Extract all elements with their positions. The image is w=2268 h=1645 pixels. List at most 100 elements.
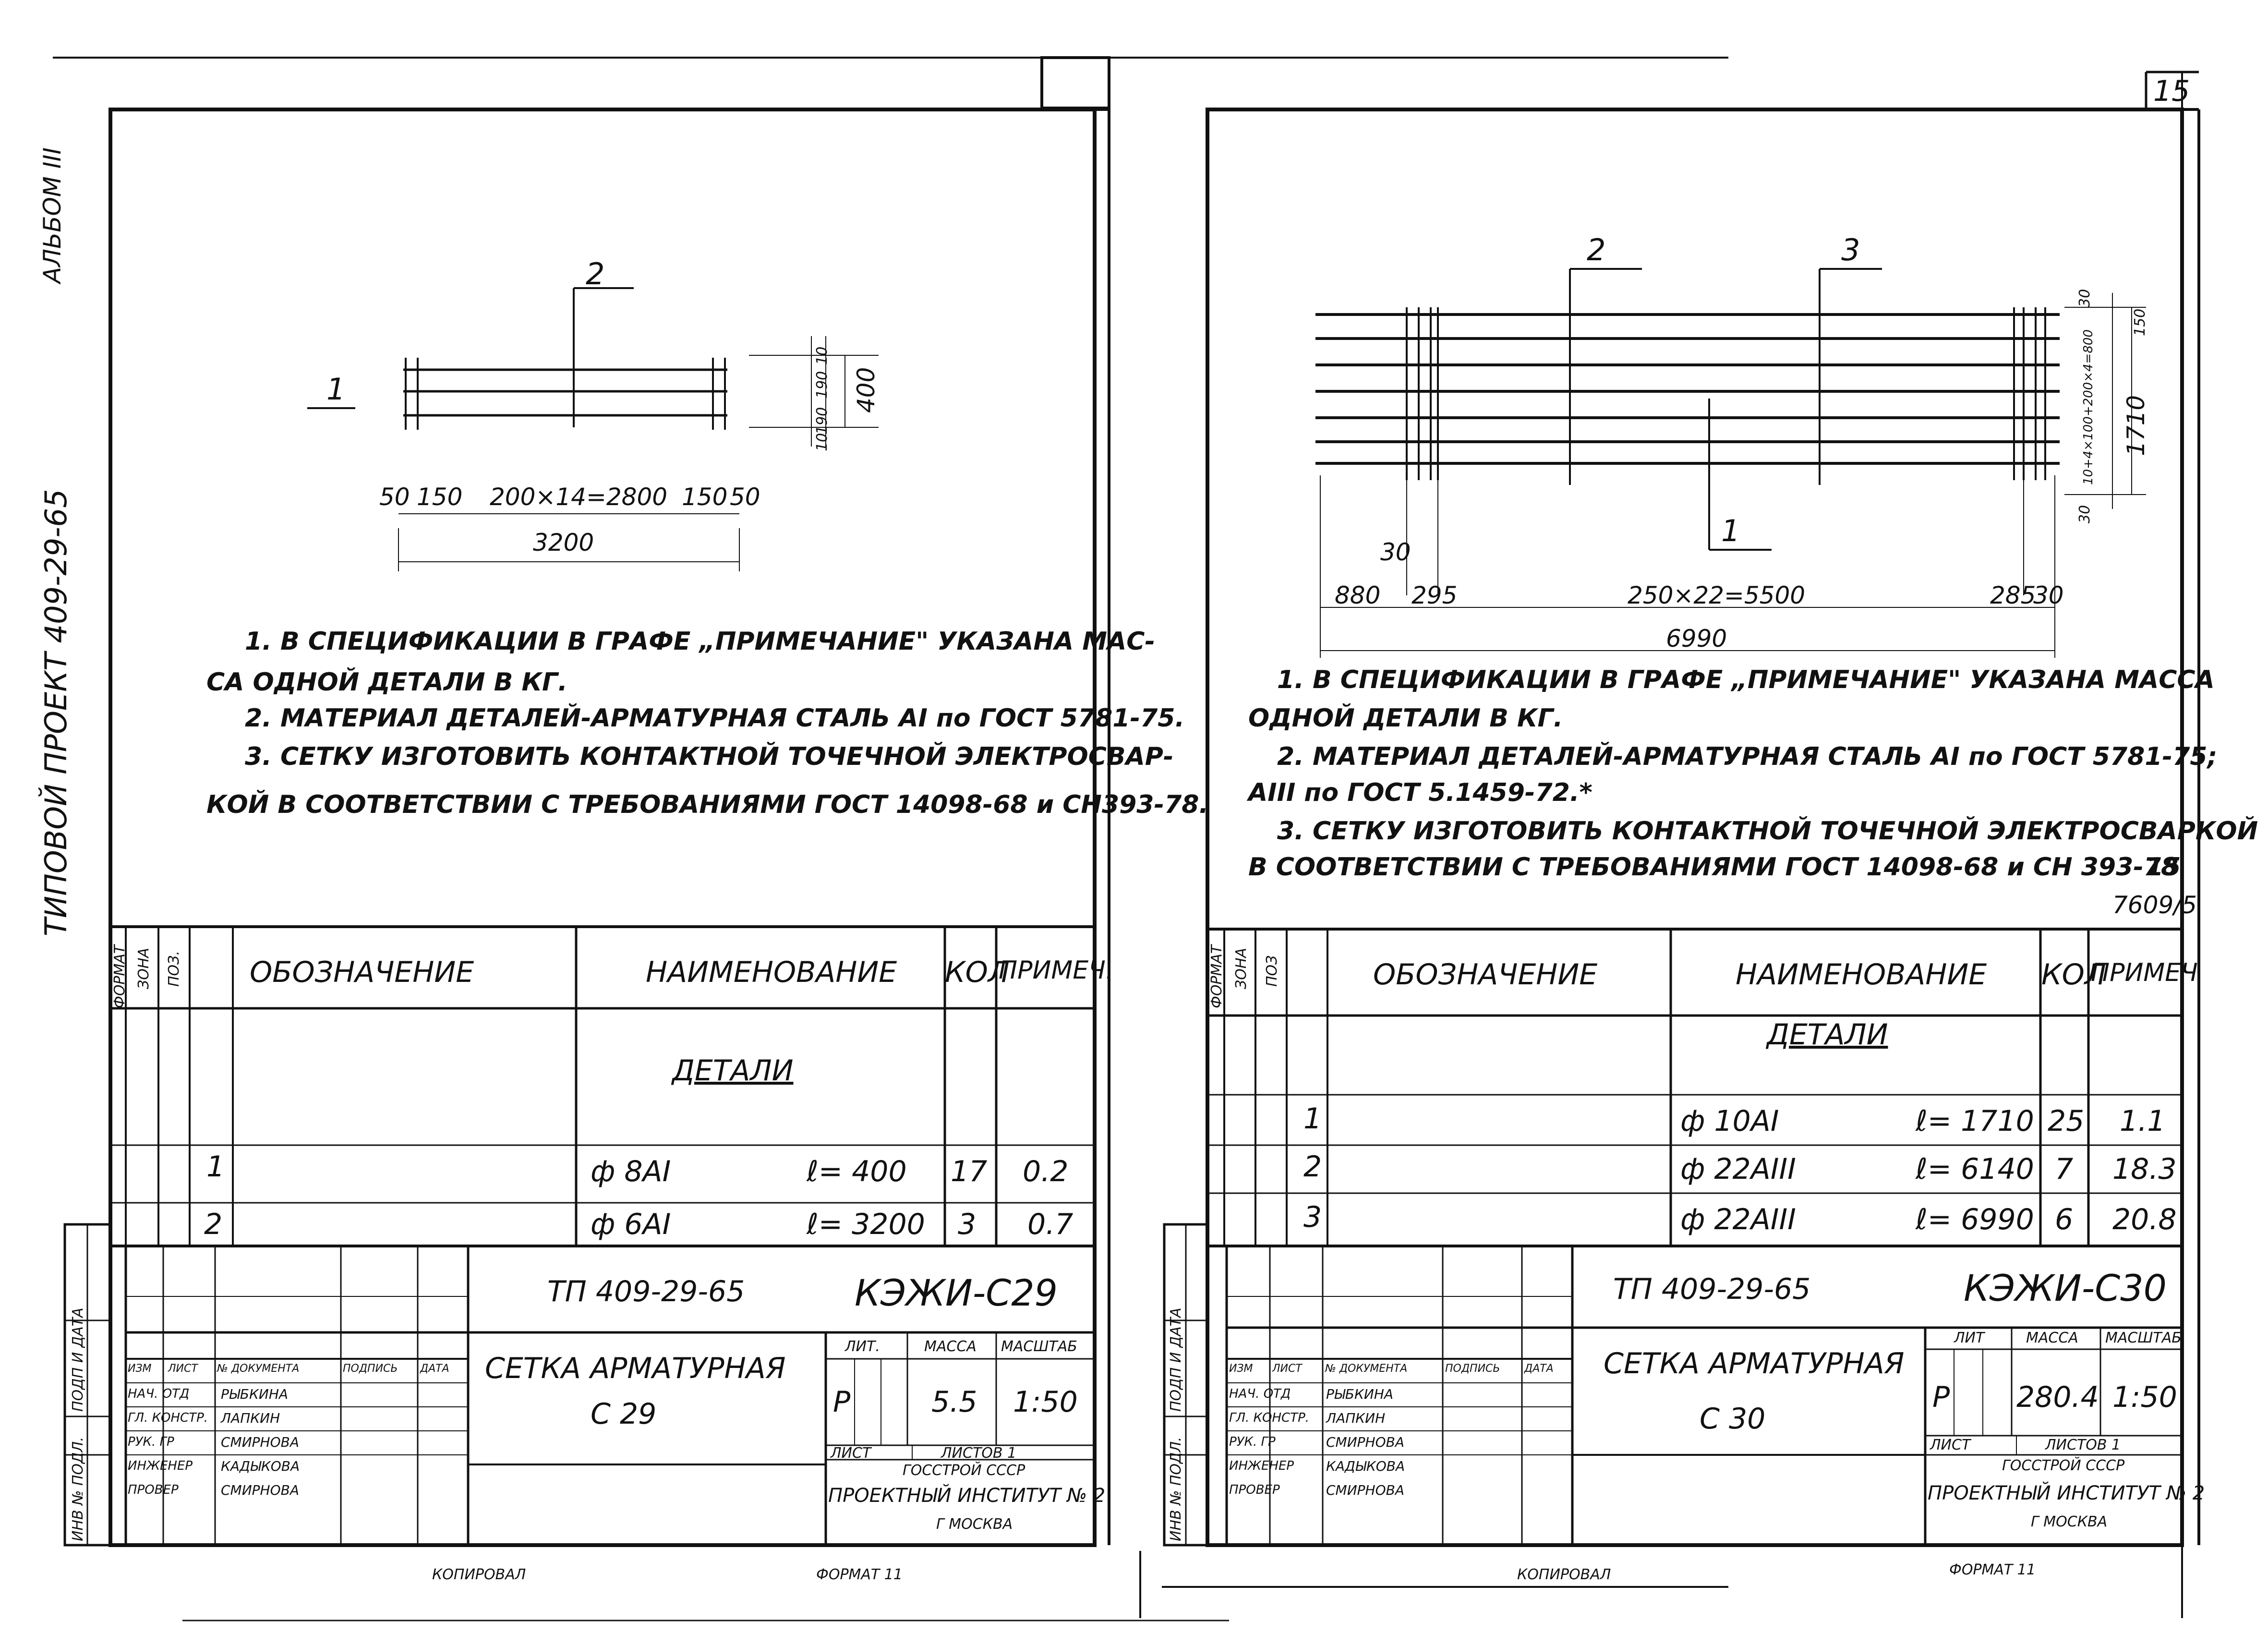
left-hdr-qty: КОЛ <box>945 956 1010 989</box>
left-row2-name: ф 6AI <box>591 1208 671 1241</box>
right-row1-pos: 1 <box>1303 1102 1322 1136</box>
right-tb-mass: 280.4 <box>2016 1380 2099 1414</box>
right-role-3: РУК. ГР <box>1229 1435 1276 1449</box>
left-tb-mark: КЭЖИ-С29 <box>855 1271 1058 1314</box>
left-dim-50b: 50 <box>730 483 760 511</box>
left-dim-v190b: 190 <box>814 407 831 435</box>
left-copy: КОПИРОВАЛ <box>432 1566 526 1583</box>
left-row1-qty: 17 <box>951 1155 988 1188</box>
left-tb-scale-label: МАСШТАБ <box>1001 1338 1077 1355</box>
left-row2-qty: 3 <box>958 1208 977 1241</box>
right-hdr-pos: ПОЗ <box>1264 955 1280 987</box>
right-tb-sheets: ЛИСТОВ 1 <box>2045 1437 2121 1453</box>
left-note-3b: КОЙ В СООТВЕТСТВИИ С ТРЕБОВАНИЯМИ ГОСТ 1… <box>206 790 1209 819</box>
right-role-name-2: ЛАПКИН <box>1326 1410 1386 1426</box>
left-role-3: РУК. ГР <box>128 1435 174 1449</box>
left-tb-title: СЕТКА АРМАТУРНАЯ <box>485 1352 786 1385</box>
right-tb-org3: Г МОСКВА <box>2031 1513 2108 1530</box>
left-tb-org1: ГОССТРОЙ СССР <box>903 1462 1025 1479</box>
left-row1-pos: 1 <box>206 1150 225 1184</box>
right-tb-mark: КЭЖИ-С30 <box>1964 1267 2167 1309</box>
left-role-2: ГЛ. КОНСТР. <box>128 1411 208 1425</box>
right-dim-30left: 30 <box>1380 538 1411 566</box>
right-row1-name: ф 10AI <box>1680 1104 1779 1138</box>
right-dim-middle: 250×22=5500 <box>1628 581 1806 609</box>
left-dim-v10b: 10 <box>814 433 831 451</box>
left-role-name-2: ЛАПКИН <box>221 1410 280 1426</box>
right-note-1b: ОДНОЙ ДЕТАЛИ В КГ. <box>1248 704 1563 733</box>
right-tb-h-izm: ИЗМ <box>1229 1363 1253 1375</box>
left-tb-lit: ЛИТ. <box>845 1338 880 1355</box>
right-tb-h-list: ЛИСТ <box>1272 1363 1302 1375</box>
left-role-name-4: КАДЫКОВА <box>221 1458 300 1474</box>
right-pos2-label: 2 <box>1587 232 1606 267</box>
right-row2-qty: 7 <box>2055 1152 2074 1186</box>
right-hdr-name: НАИМЕНОВАНИЕ <box>1736 958 1987 992</box>
right-dim-total: 6990 <box>1666 625 1727 653</box>
project-label: ТИПОВОЙ ПРОЕКТ 409-29-65 <box>38 489 73 936</box>
left-tb-scale: 1:50 <box>1013 1385 1078 1419</box>
right-stamp-podp: ПОДП И ДАТА <box>1168 1307 1184 1412</box>
left-dim-50a: 50 <box>379 483 410 511</box>
left-dim-v190a: 190 <box>814 371 831 399</box>
right-row2-pos: 2 <box>1303 1150 1322 1184</box>
left-pos1-label: 1 <box>326 372 346 407</box>
right-role-2: ГЛ. КОНСТР. <box>1229 1411 1310 1425</box>
left-tb-org3: Г МОСКВА <box>936 1516 1013 1533</box>
left-dim-150a: 150 <box>417 483 463 511</box>
right-role-1: НАЧ. ОТД <box>1229 1387 1291 1401</box>
right-row3-length: ℓ= 6990 <box>1916 1203 2034 1236</box>
left-stamp-inv: ИНВ № ПОДЛ. <box>70 1437 86 1541</box>
right-archive-no: 7609/5 <box>2112 891 2197 919</box>
right-role-5: ПРОВЕР <box>1229 1483 1280 1497</box>
left-dim-height: 400 <box>852 367 880 413</box>
right-role-4: ИНЖЕНЕР <box>1229 1459 1294 1473</box>
left-dim-middle: 200×14=2800 <box>490 483 668 511</box>
left-tb-mass-label: МАССА <box>924 1338 977 1355</box>
right-role-name-3: СМИРНОВА <box>1326 1434 1404 1450</box>
left-spec-section: ДЕТАЛИ <box>672 1054 794 1088</box>
left-hdr-zone: ЗОНА <box>135 948 152 989</box>
right-tb-code: ТП 409-29-65 <box>1613 1272 1811 1306</box>
right-hdr-qty: КОЛ <box>2041 958 2106 992</box>
right-row2-length: ℓ= 6140 <box>1916 1152 2034 1186</box>
right-row1-note: 1.1 <box>2120 1104 2166 1138</box>
right-note-2: 2. МАТЕРИАЛ ДЕТАЛЕЙ-АРМАТУРНАЯ СТАЛЬ AI … <box>1277 742 2218 771</box>
right-tb-h-doc: № ДОКУМЕНТА <box>1325 1363 1408 1375</box>
left-tb-h-date: ДАТА <box>420 1363 449 1375</box>
left-role-name-5: СМИРНОВА <box>221 1482 299 1498</box>
left-tb-h-sign: ПОДПИСЬ <box>343 1363 398 1375</box>
right-tb-scale-label: МАСШТАБ <box>2105 1330 2182 1346</box>
left-tb-code: ТП 409-29-65 <box>547 1275 745 1308</box>
left-tb-h-izm: ИЗМ <box>128 1363 152 1375</box>
right-tb-h-date: ДАТА <box>1524 1363 1554 1375</box>
right-hdr-note: ПРИМЕЧ <box>2091 958 2198 987</box>
right-tb-sheet: ЛИСТ <box>1930 1437 1971 1453</box>
right-tb-org1: ГОССТРОЙ СССР <box>2002 1457 2125 1474</box>
right-hdr-format: ФОРМАТ <box>1208 944 1225 1008</box>
right-tb-lit: ЛИТ <box>1954 1330 1985 1346</box>
left-hdr-format: ФОРМАТ <box>111 944 128 1008</box>
right-dim-285: 285 <box>1990 581 2036 609</box>
album-label: АЛЬБОМ III <box>38 147 66 283</box>
right-tb-lit-value: Р <box>1932 1380 1950 1414</box>
right-dim-vmid: 10+4×100+200×4=800 <box>2081 329 2096 485</box>
right-dim-880: 880 <box>1335 581 1381 609</box>
right-tb-org2: ПРОЕКТНЫЙ ИНСТИТУТ № 2 <box>1928 1482 2205 1504</box>
right-pos3-label: 3 <box>1841 232 1860 267</box>
right-spec-section: ДЕТАЛИ <box>1767 1018 1888 1052</box>
right-tb-mass-label: МАССА <box>2026 1330 2078 1346</box>
left-role-4: ИНЖЕНЕР <box>128 1459 193 1473</box>
left-row1-length: ℓ= 400 <box>807 1155 907 1188</box>
left-row1-note: 0.2 <box>1023 1155 1069 1188</box>
left-stamp-podp: ПОДП И ДАТА <box>70 1307 86 1412</box>
left-tb-org2: ПРОЕКТНЫЙ ИНСТИТУТ № 2 <box>828 1485 1106 1507</box>
right-role-name-4: КАДЫКОВА <box>1326 1458 1405 1474</box>
left-dim-v10: 10 <box>814 346 831 365</box>
right-dim-v30top: 30 <box>2076 289 2093 307</box>
left-hdr-pos: ПОЗ. <box>166 951 182 987</box>
right-dim-295: 295 <box>1411 581 1458 609</box>
right-dim-v150: 150 <box>2132 308 2148 336</box>
right-hdr-zone: ЗОНА <box>1233 948 1250 989</box>
right-note-3: 3. СЕТКУ ИЗГОТОВИТЬ КОНТАКТНОЙ ТОЧЕЧНОЙ … <box>1277 817 2258 846</box>
